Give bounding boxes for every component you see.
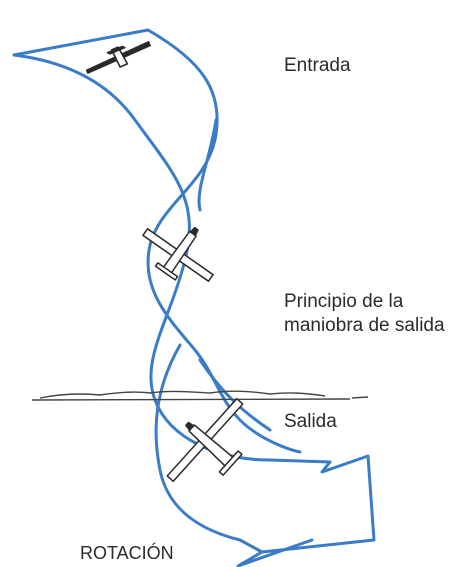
ribbon-top-edge [12, 28, 150, 57]
label-entrada: Entrada [284, 55, 351, 76]
glider-icon-middle [142, 226, 214, 282]
label-principio-maniobra: Principio de la maniobra de salida [284, 290, 445, 338]
label-principio-line2: maniobra de salida [284, 315, 445, 336]
ribbon-arrowhead [236, 454, 376, 567]
ribbon-edge-right [146, 28, 302, 454]
ribbon-lower-inner [198, 358, 272, 432]
horizon-line [31, 390, 369, 401]
glider-icon-bottom [166, 397, 244, 483]
label-salida: Salida [284, 411, 337, 432]
ribbon-cross-upper [197, 118, 218, 212]
glider-icon-top [85, 41, 151, 74]
label-rotacion: ROTACIÓN [80, 543, 174, 563]
ribbon-lower-loop [154, 343, 264, 554]
label-principio-line1: Principio de la [284, 291, 404, 312]
